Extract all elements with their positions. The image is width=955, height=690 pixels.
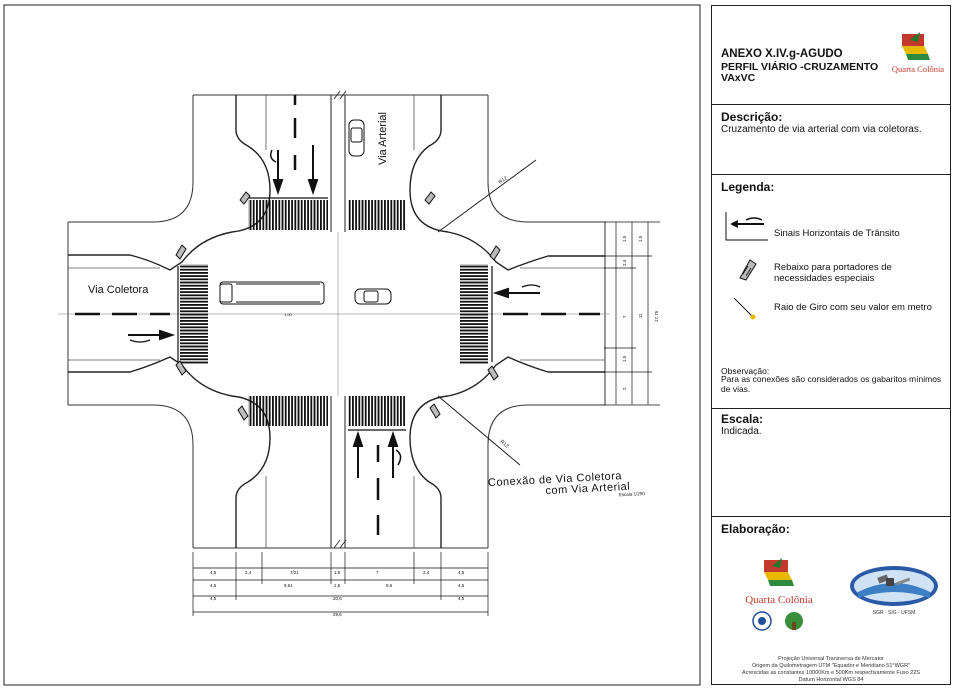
arrow-left (492, 284, 541, 299)
dim-r3-0: 4,5 (210, 596, 217, 601)
arrow-up-2 (387, 430, 399, 478)
satellite-caption: SGR · SIG · UFSM (872, 610, 916, 616)
dim-rb-0: 1,5 (638, 235, 643, 242)
car-vehicle-right (354, 288, 392, 305)
carriageway-edge (68, 95, 605, 548)
dim-ra-4: 2 (622, 387, 627, 390)
radius-leader-top-right (437, 159, 537, 233)
dim-r1-0: 4,5 (210, 570, 217, 575)
footer-line-2: Origem da Quilometragem UTM "Equador e M… (751, 663, 911, 669)
arrow-up-1 (352, 430, 364, 478)
header-band: ANEXO X.IV.g-AGUDO PERFIL VIÁRIO -CRUZAM… (712, 6, 950, 105)
right-dimensions (604, 221, 660, 406)
seal-icons (752, 611, 803, 631)
crosswalk-bottom (248, 396, 406, 426)
sheet-border (3, 4, 701, 686)
descricao-band: Descrição: Cruzamento de via arterial co… (712, 104, 950, 175)
dim-r4-0: 29,6 (333, 612, 342, 617)
sheet-subtitle: PERFIL VIÁRIO -CRUZAMENTO (721, 61, 879, 73)
ramp-icon (739, 259, 757, 281)
legend-item-radius: Raio de Giro com seu valor em metro (774, 302, 932, 313)
sheet-code: VAxVC (721, 72, 756, 84)
arrow-right (128, 329, 176, 343)
dim-r2-0: 4,5 (210, 583, 217, 588)
dim-r1-3: 1,5 (334, 570, 341, 575)
dim-rc-0: 17,75 (654, 310, 659, 322)
title-block-panel: ANEXO X.IV.g-AGUDO PERFIL VIÁRIO -CRUZAM… (711, 5, 951, 685)
intersection-drawing: R12 R12 Via Arterial Via Coletora 1,00 C… (3, 4, 701, 686)
footer-notes: Projeção Universal Transversa de Mercato… (712, 656, 950, 684)
traffic-sign-icon (725, 212, 768, 241)
radius-label-top: R12 (498, 175, 509, 185)
dim-r1-6: 4,5 (458, 570, 465, 575)
ramp-symbols (175, 191, 501, 421)
escala-text: Indicada. (721, 426, 762, 437)
bus-vehicle (219, 281, 325, 305)
dim-r2-4: 4,5 (458, 583, 465, 588)
footer-line-1: Projeção Universal Transversa de Mercato… (778, 656, 884, 662)
quarta-colonia-logo-icon (764, 558, 794, 586)
descricao-text: Cruzamento de via arterial com via colet… (721, 124, 922, 135)
elaboracao-band: Elaboração: Quarta Colônia (712, 516, 950, 686)
crosswalk-top (248, 200, 406, 230)
car-vehicle-top (348, 119, 365, 157)
crosswalk-right (460, 264, 488, 364)
bottom-dimensions (192, 552, 489, 616)
dim-ra-0: 1,5 (622, 235, 627, 242)
caption-line-2: com Via Arterial (545, 481, 630, 497)
crosswalk-left (180, 264, 208, 364)
caption-scale: Escala 1/250 (619, 491, 646, 497)
legenda-title: Legenda: (721, 180, 775, 194)
escala-title: Escala: (721, 412, 764, 426)
dim-ra-1: 2,4 (622, 259, 627, 266)
arrow-down-2 (307, 145, 319, 196)
via-coletora-label: Via Coletora (88, 284, 149, 296)
dim-r2-1: 9,61 (284, 583, 293, 588)
footer-line-4: Datum Horizontal WGS 84 (798, 677, 864, 683)
dim-r3-2: 4,5 (458, 596, 465, 601)
arterial-median (330, 95, 346, 548)
legend-item-ramp: Rebaixo para portadores de necessidades … (774, 262, 892, 284)
satellite-logo: SGR · SIG · UFSM (848, 564, 940, 616)
legend-item-traffic: Sinais Horizontais de Trânsito (774, 228, 900, 239)
observacao-title: Observação: (721, 366, 770, 376)
sheet-title: ANEXO X.IV.g-AGUDO (721, 48, 843, 60)
radius-label-bottom: R12 (499, 439, 510, 450)
dim-r2-3: 9,6 (386, 583, 393, 588)
dim-r2-2: 1,5 (334, 583, 341, 588)
satellite-icon (850, 566, 938, 606)
legenda-band: Legenda: Sinais Horizontais de Trânsito … (712, 174, 950, 409)
elaboracao-logo-text: Quarta Colônia (745, 594, 813, 606)
header-logo: Quarta Colônia (890, 28, 946, 88)
via-arterial-label: Via Arterial (377, 112, 389, 165)
descricao-title: Descrição: (721, 110, 783, 124)
escala-band: Escala: Indicada. (712, 408, 950, 517)
radius-icon (733, 297, 756, 320)
dim-ra-3: 1,5 (622, 355, 627, 362)
arrow-down-1 (272, 150, 284, 196)
dim-r1-2: 7/21 (290, 570, 299, 575)
dim-r1-5: 2,4 (423, 570, 430, 575)
footer-line-3: Acrescidas as constantes 10000Km e 500Km… (742, 670, 920, 676)
dim-ra-2: 7 (622, 315, 627, 318)
arterial-lane-markings (293, 95, 380, 535)
observacao-text: Para as conexões são considerados os gab… (721, 374, 942, 394)
radius-leader-bottom-right (437, 395, 521, 466)
vehicle-dim-label: 1,00 (284, 312, 293, 317)
header-logo-text: Quarta Colônia (891, 64, 945, 74)
dim-r3-1: 20,6 (333, 596, 342, 601)
road-outer-edge (68, 95, 605, 548)
dim-r1-4: 7 (376, 570, 379, 575)
elaboracao-title: Elaboração: (721, 522, 790, 536)
dim-rb-1: 11 (638, 313, 643, 318)
elaboracao-logo: Quarta Colônia (734, 556, 824, 636)
logo-icon (902, 32, 930, 60)
dim-r1-1: 2,4 (245, 570, 252, 575)
